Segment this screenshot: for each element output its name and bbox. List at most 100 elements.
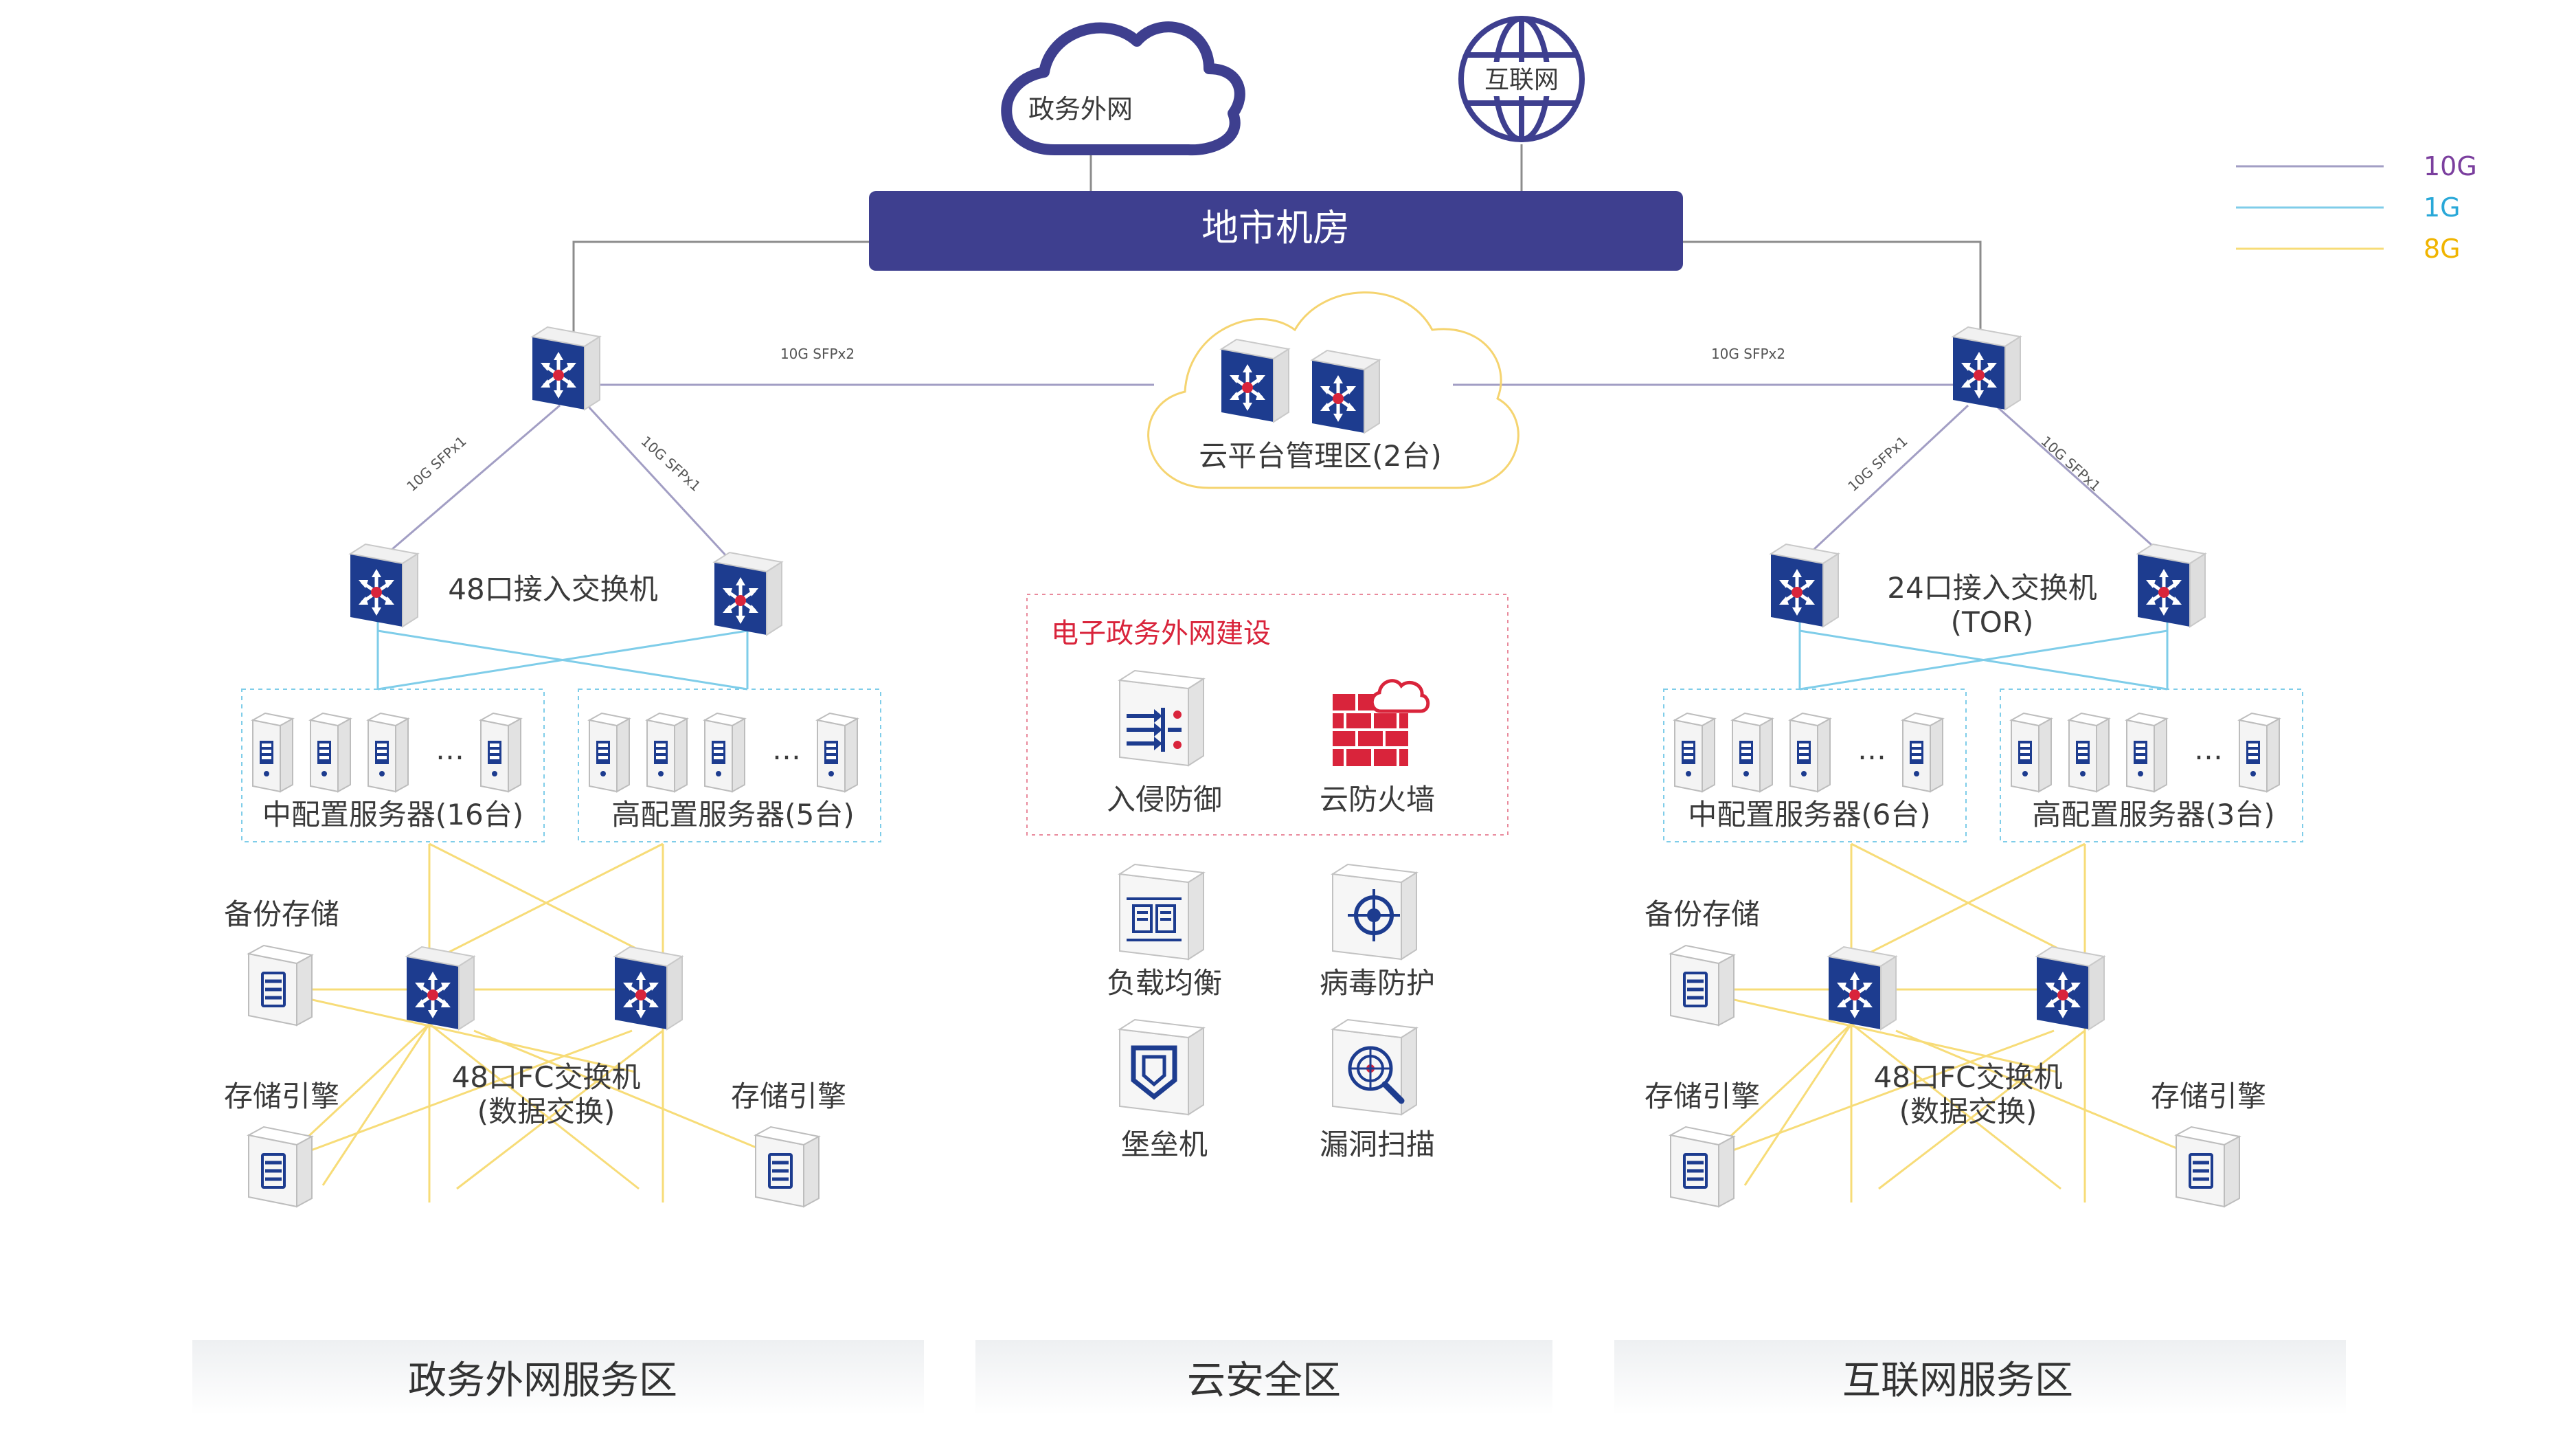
left-fc-switch-label-2: (数据交换) [477, 1095, 615, 1128]
server-icon [2011, 713, 2052, 792]
server-icon [817, 713, 858, 792]
8g-lines [275, 842, 2192, 1202]
uplink-lines [572, 144, 1982, 335]
server-icon [589, 713, 630, 792]
legend: 10G 1G 8G [2236, 151, 2477, 264]
link-label-right-sfpx1-b: 10G SFPx1 [2037, 433, 2103, 495]
firewall-icon [1333, 679, 1430, 766]
cloud-platform-switch-a-icon [1221, 339, 1289, 422]
right-high-server-group: … 高配置服务器(3台) [2011, 713, 2280, 831]
server-icon [2239, 713, 2280, 792]
right-storage-engine-b-label: 存储引擎 [2151, 1079, 2266, 1113]
left-mid-server-group: … 中配置服务器(16台) [252, 713, 523, 831]
right-core-switch-icon [1953, 327, 2020, 410]
right-mid-server-group: … 中配置服务器(6台) [1674, 713, 1943, 831]
bastion-label: 堡垒机 [1121, 1128, 1208, 1161]
server-ellipsis: … [1857, 732, 1886, 766]
server-icon [1732, 713, 1773, 792]
link-label-right-sfpx2: 10G SFPx2 [1711, 346, 1785, 362]
server-icon [480, 713, 521, 792]
server-icon [704, 713, 745, 792]
left-access-switch-a-icon [350, 544, 418, 627]
right-access-switch-b-icon [2138, 544, 2205, 627]
data-center-label: 地市机房 [1201, 206, 1350, 249]
antivirus-icon [1348, 889, 1400, 941]
right-backup-storage-icon [1671, 946, 1734, 1025]
bastion-shield-icon [1131, 1045, 1177, 1100]
right-storage-engine-b-icon [2176, 1127, 2239, 1207]
server-ellipsis: … [436, 732, 464, 766]
intrusion-prevention-icon [1127, 708, 1182, 752]
vulnerability-scan-icon [1348, 1046, 1405, 1104]
security-item-firewall: 云防火墙 [1320, 679, 1435, 816]
server-icon [2068, 713, 2110, 792]
link-label-right-sfpx1-a: 10G SFPx1 [1844, 433, 1910, 495]
left-storage-engine-b-label: 存储引擎 [731, 1079, 846, 1113]
left-storage-engine-b-icon [756, 1127, 819, 1207]
cloud-platform-cloud [1147, 291, 1519, 489]
left-core-switch-icon [532, 327, 600, 410]
right-storage-engine-a-label: 存储引擎 [1645, 1079, 1760, 1113]
left-high-server-group: … 高配置服务器(5台) [589, 713, 858, 831]
zone-internet: 互联网服务区 [1614, 1340, 2346, 1416]
1g-lines [241, 618, 2303, 842]
server-icon [368, 713, 409, 792]
legend-label-1g: 1G [2424, 192, 2461, 223]
gov-extranet-cloud: 政务外网 [1001, 21, 1245, 156]
right-access-switch-label-1: 24口接入交换机 [1887, 571, 2097, 605]
server-ellipsis: … [2194, 732, 2223, 766]
left-fc-switch-label-1: 48口FC交换机 [452, 1060, 641, 1094]
right-access-switch-label-2: (TOR) [1951, 605, 2034, 639]
security-item-ids: 入侵防御 [1107, 670, 1222, 816]
zone-security-label: 云安全区 [1187, 1358, 1341, 1403]
cloud-platform-switch-b-icon [1312, 350, 1379, 433]
right-fc-switch-label-2: (数据交换) [1899, 1095, 2037, 1128]
load-balance-label: 负载均衡 [1107, 966, 1222, 1000]
data-center-bar: 地市机房 [869, 191, 1683, 271]
right-backup-storage-label: 备份存储 [1645, 897, 1760, 931]
left-high-servers-label: 高配置服务器(5台) [611, 798, 855, 831]
left-storage-engine-a-label: 存储引擎 [224, 1079, 339, 1113]
server-ellipsis: … [772, 732, 801, 766]
security-build-box: 电子政务外网建设 [1026, 594, 1509, 836]
server-icon [1789, 713, 1831, 792]
zone-security: 云安全区 [975, 1340, 1552, 1416]
right-fc-switch-a-icon [1829, 947, 1896, 1029]
right-mid-servers-label: 中配置服务器(6台) [1688, 798, 1931, 831]
firewall-label: 云防火墙 [1320, 783, 1435, 816]
load-balance-icon [1127, 897, 1182, 941]
server-icon [1674, 713, 1715, 792]
antivirus-label: 病毒防护 [1320, 966, 1435, 1000]
left-mid-servers-label: 中配置服务器(16台) [262, 798, 523, 831]
right-fc-switch-label-1: 48口FC交换机 [1874, 1060, 2063, 1094]
cloud-icon [1001, 21, 1245, 156]
link-label-left-sfpx1-a: 10G SFPx1 [403, 433, 469, 495]
ids-label: 入侵防御 [1107, 783, 1222, 816]
link-label-left-sfpx1-b: 10G SFPx1 [637, 433, 703, 495]
legend-label-8g: 8G [2424, 234, 2461, 264]
link-label-left-sfpx2: 10G SFPx2 [780, 346, 855, 362]
cloud-platform-zone: 云平台管理区(2台) [1147, 291, 1519, 489]
cloud-platform-label: 云平台管理区(2台) [1199, 439, 1442, 473]
left-fc-switch-a-icon [407, 947, 474, 1029]
left-fc-switch-b-icon [615, 947, 682, 1029]
zone-gov: 政务外网服务区 [192, 1340, 924, 1416]
server-icon [1902, 713, 1943, 792]
10g-lines [391, 383, 2158, 559]
right-access-switch-a-icon [1771, 544, 1838, 627]
server-icon [252, 713, 293, 792]
server-icon [646, 713, 688, 792]
vuln-scan-label: 漏洞扫描 [1320, 1128, 1435, 1161]
left-access-switch-b-icon [714, 552, 782, 635]
legend-label-10g: 10G [2424, 151, 2477, 181]
security-item-load-balance: 负载均衡 [1107, 864, 1222, 1000]
server-icon [2126, 713, 2167, 792]
left-storage-engine-a-icon [249, 1127, 312, 1207]
security-item-antivirus: 病毒防护 [1320, 864, 1435, 1000]
left-backup-storage-icon [249, 946, 312, 1025]
right-fc-switch-b-icon [2037, 947, 2104, 1029]
left-access-switch-label: 48口接入交换机 [448, 572, 657, 606]
server-icon [310, 713, 351, 792]
left-backup-storage-label: 备份存储 [224, 897, 339, 931]
